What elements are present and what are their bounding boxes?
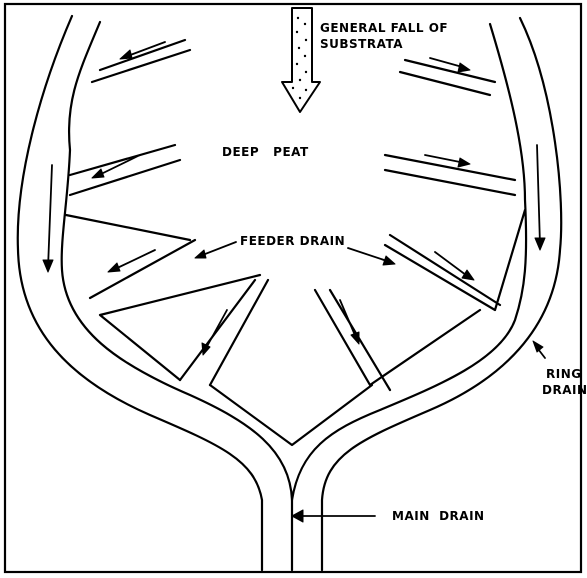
- ring-drain-left-inner: [60, 20, 294, 572]
- feeder-right-3: [383, 208, 527, 312]
- main-drain-label: MAIN DRAIN: [392, 509, 485, 523]
- ring-drain-label-line1: RING: [546, 367, 582, 381]
- feeder-right-4: [313, 288, 482, 392]
- general-fall-label-line1: GENERAL FALL OF: [320, 21, 448, 35]
- feeder-left-4: [98, 273, 262, 382]
- ring-drain-label-line2: DRAIN: [542, 383, 587, 397]
- diagram-frame: [3, 2, 583, 574]
- feeder-drain-pointers: [194, 241, 396, 266]
- feeder-left-5: [178, 278, 270, 387]
- feeder-drain-label: FEEDER DRAIN: [240, 234, 345, 248]
- general-fall-label-line2: SUBSTRATA: [320, 37, 403, 51]
- general-fall-dots: [291, 16, 308, 100]
- deep-peat-label: DEEP PEAT: [222, 145, 309, 159]
- ring-drain-right-outer: [320, 16, 563, 572]
- feeder-right-2: [383, 153, 517, 197]
- ring-drain-right-inner: [290, 22, 528, 502]
- feeder-left-3: [64, 213, 197, 300]
- feeder-left-1: [90, 38, 192, 84]
- flow-arrows: [42, 41, 546, 523]
- feeder-right-1: [398, 58, 497, 97]
- feeder-left-2: [68, 143, 182, 197]
- feeder-center: [208, 383, 374, 447]
- ring-drain-left-outer: [16, 14, 264, 572]
- general-fall-arrow: [281, 7, 321, 113]
